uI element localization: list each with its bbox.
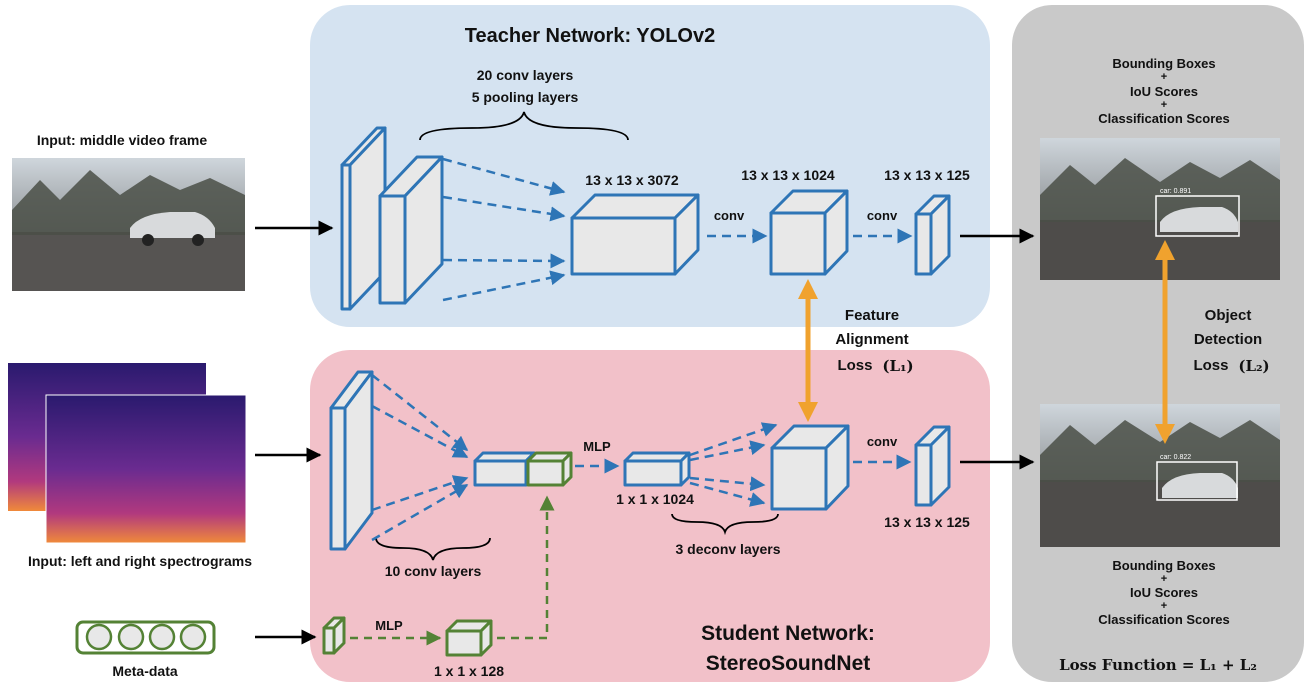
student-input-label: Input: left and right spectrograms: [28, 553, 252, 569]
student-conv-brace: [375, 537, 491, 561]
student-conv-count: 10 conv layers: [385, 563, 482, 579]
teacher-conv-brace: [419, 111, 629, 141]
bottom-output-cls: Classification Scores: [1098, 612, 1230, 627]
block-student-13x13x125: [914, 425, 951, 507]
bottom-output-iou: IoU Scores: [1130, 585, 1198, 600]
output-frame-bottom: [1040, 404, 1280, 547]
mlp-label-top: MLP: [583, 439, 611, 454]
teacher-pool-count: 5 pooling layers: [472, 89, 579, 105]
spectrogram-right: [45, 394, 247, 544]
feature-loss-line3: Loss: [837, 357, 872, 374]
conv-label-a: conv: [714, 208, 745, 223]
top-output-iou: IoU Scores: [1130, 84, 1198, 99]
block-teacher-13x13x125: [914, 194, 951, 276]
dim-student-1024: 1 x 1 x 1024: [616, 491, 694, 507]
meta-data-vector: [75, 620, 216, 655]
block-13x13x1024: [769, 189, 849, 276]
dim-student-125: 13 x 13 x 125: [884, 514, 970, 530]
dim-128: 1 x 1 x 128: [434, 663, 504, 679]
bottom-output-bbox: Bounding Boxes: [1112, 558, 1215, 573]
top-output-plus-1: +: [1161, 71, 1167, 83]
deconv-count: 3 deconv layers: [675, 541, 780, 557]
top-output-plus-2: +: [1161, 99, 1167, 111]
meta-data-label: Meta-data: [112, 663, 178, 679]
block-13x13x3072: [570, 193, 700, 276]
output-frame-top: [1040, 138, 1280, 280]
meta-feature-block: [526, 451, 573, 487]
object-loss-symbol: (L₂): [1238, 357, 1269, 375]
student-conv-layer: [329, 370, 374, 551]
mlp-label-bottom: MLP: [375, 618, 403, 633]
feature-loss-line1: Feature: [845, 307, 899, 324]
feature-loss-symbol: (L₁): [882, 357, 913, 375]
bottom-detection-label: car: 0.822: [1160, 454, 1191, 461]
conv-label-student: conv: [867, 434, 898, 449]
top-detection-label: car: 0.891: [1160, 188, 1191, 195]
deconv-brace: [671, 513, 779, 536]
student-title-line2: StereoSoundNet: [706, 652, 871, 675]
teacher-conv-layer-2: [378, 155, 444, 305]
flow-arrows: [255, 220, 1035, 645]
object-loss-line2: Detection: [1194, 331, 1262, 348]
bottom-output-plus-1: +: [1161, 573, 1167, 585]
top-output-bbox: Bounding Boxes: [1112, 56, 1215, 71]
block-1x1x1024: [623, 451, 691, 487]
meta-dashed-arrows: [350, 495, 555, 646]
input-video-frame: [12, 158, 245, 291]
dim-teacher-1024: 13 x 13 x 1024: [741, 167, 835, 183]
student-feature-block: [473, 451, 536, 487]
bottom-output-plus-2: +: [1161, 600, 1167, 612]
feature-loss-line2: Alignment: [835, 331, 908, 348]
teacher-dashed-arrows: [442, 157, 913, 302]
conv-label-b: conv: [867, 208, 898, 223]
block-1x1x128: [445, 619, 493, 657]
student-dashed-arrows: [371, 374, 912, 542]
block-student-13x13x1024: [770, 424, 850, 511]
teacher-title: Teacher Network: YOLOv2: [465, 25, 715, 47]
dim-teacher-125: 13 x 13 x 125: [884, 167, 970, 183]
teacher-conv-count: 20 conv layers: [477, 67, 574, 83]
loss-function-equation: Loss Function = L₁ + L₂: [1059, 656, 1257, 674]
meta-input-block: [322, 616, 346, 655]
object-loss-line1: Object: [1205, 307, 1252, 324]
object-loss-line3: Loss: [1193, 357, 1228, 374]
teacher-input-label: Input: middle video frame: [37, 132, 208, 148]
teacher-conv-layer-1: [340, 126, 387, 311]
top-output-cls: Classification Scores: [1098, 111, 1230, 126]
dim-3072: 13 x 13 x 3072: [585, 172, 679, 188]
student-title-line1: Student Network:: [701, 622, 875, 645]
